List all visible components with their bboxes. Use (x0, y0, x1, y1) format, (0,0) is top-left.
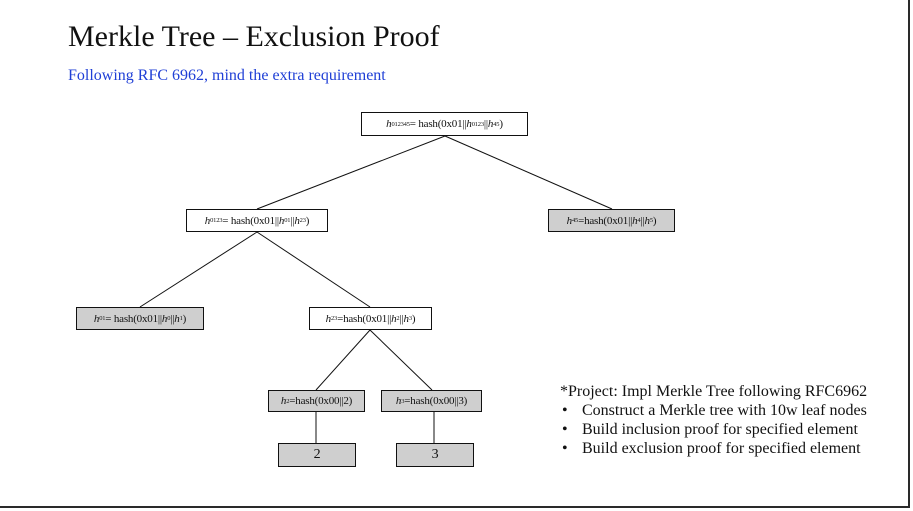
project-heading: *Project: Impl Merkle Tree following RFC… (560, 383, 868, 400)
list-item: •Build inclusion proof for specified ele… (562, 421, 858, 438)
project-list: •Construct a Merkle tree with 10w leaf n… (560, 401, 905, 458)
edge-23-2 (315, 329, 371, 391)
project-notes: *Project: Impl Merkle Tree following RFC… (560, 382, 905, 458)
bullet-icon: • (562, 421, 568, 438)
edge-23-3 (369, 329, 433, 391)
list-item: •Build exclusion proof for specified ele… (562, 440, 861, 457)
edge-root-0123 (256, 135, 446, 210)
edge-0123-23 (256, 231, 371, 308)
list-item: •Construct a Merkle tree with 10w leaf n… (562, 402, 867, 419)
leaf-2: 2 (278, 443, 356, 467)
edge-0123-01 (139, 231, 258, 308)
edge-root-45 (444, 135, 613, 210)
slide-title: Merkle Tree – Exclusion Proof (68, 20, 440, 53)
slide-subtitle: Following RFC 6962, mind the extra requi… (68, 67, 386, 84)
bullet-icon: • (562, 440, 568, 457)
leaf-3: 3 (396, 443, 474, 467)
bullet-icon: • (562, 402, 568, 419)
